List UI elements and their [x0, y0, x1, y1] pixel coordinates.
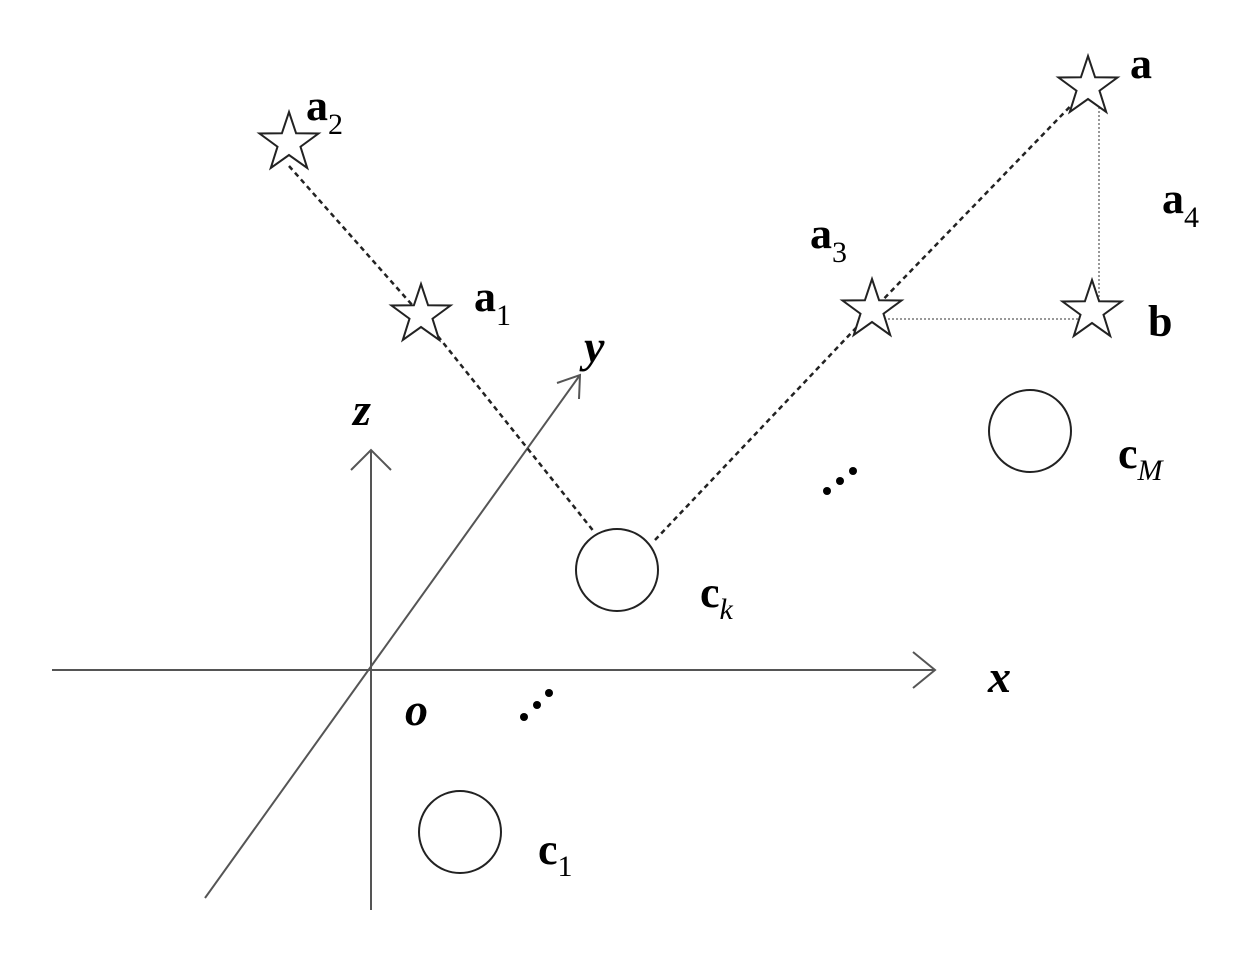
z-axis-label: z: [351, 384, 371, 435]
path-ck-a3: [654, 310, 873, 541]
axes: [52, 373, 937, 910]
x-axis-arrowhead: [912, 651, 937, 689]
y-axis-arrowhead: [556, 373, 582, 400]
star-a2-icon: [256, 108, 322, 171]
y-axis: [204, 374, 581, 899]
cluster-cM-circle: [988, 389, 1072, 473]
label-a4: a4: [1162, 174, 1199, 234]
z-axis-arrowhead: [350, 448, 392, 471]
star-b-icon: [1059, 276, 1125, 339]
y-axis-label: y: [579, 321, 605, 372]
label-a3: a3: [810, 209, 847, 269]
star-a1-icon: [388, 280, 454, 343]
path-a3-a: [871, 87, 1089, 312]
label-a1: a1: [474, 272, 511, 332]
cluster-c1-circle: [418, 790, 502, 874]
path-a2-a1: [288, 165, 422, 316]
star-points: [256, 52, 1125, 343]
label-b: b: [1148, 297, 1172, 346]
ellipsis-near-origin: [520, 689, 553, 721]
label-a2: a2: [306, 81, 343, 141]
label-c1: c1: [538, 825, 573, 883]
ellipsis-middle: [823, 467, 857, 495]
cluster-ck-circle: [575, 528, 659, 612]
origin-label: o: [405, 684, 428, 735]
star-a-icon: [1055, 52, 1121, 115]
star-a3-icon: [839, 275, 905, 338]
label-cM: cM: [1118, 429, 1165, 487]
label-a: a: [1130, 39, 1152, 88]
clusters: [418, 389, 1072, 874]
x-axis-label: x: [987, 651, 1011, 702]
label-ck: ck: [700, 568, 734, 626]
paths: [288, 87, 1100, 541]
path-a1-ck: [420, 314, 596, 534]
